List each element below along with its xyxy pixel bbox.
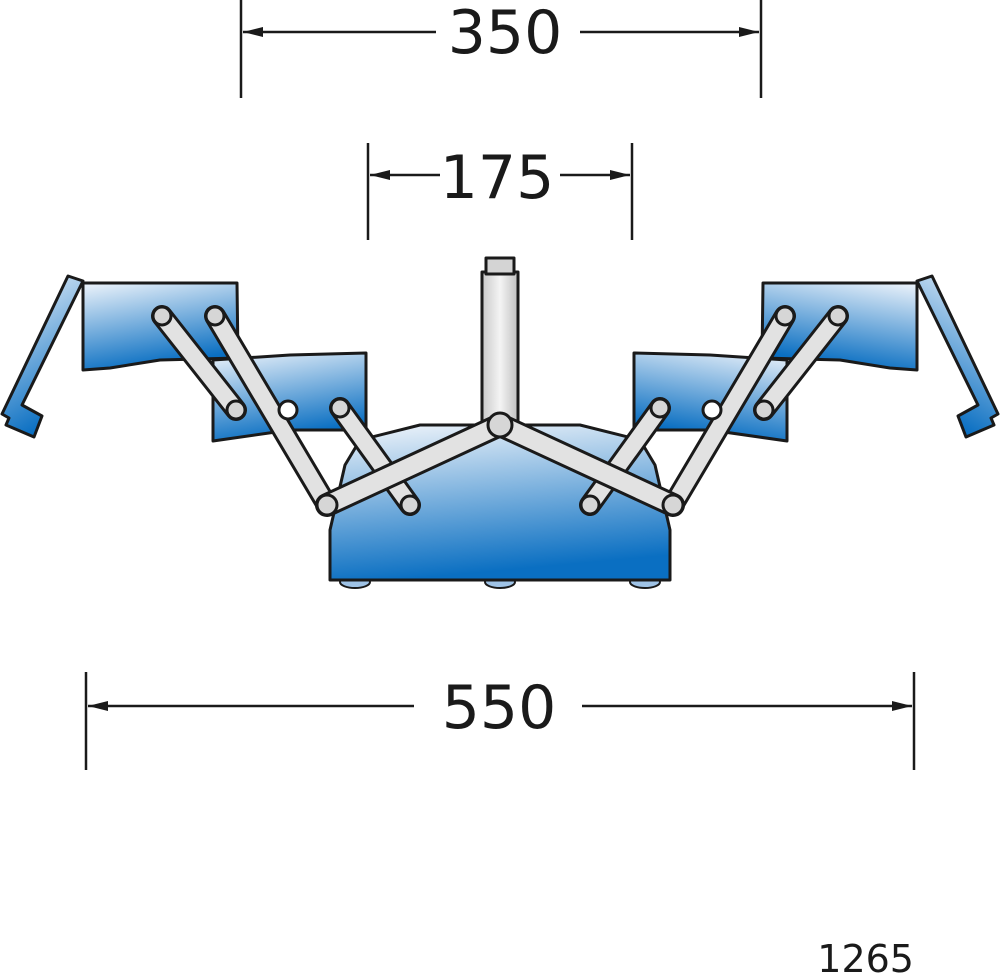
dimension-350 <box>239 0 763 98</box>
dimension-550 <box>84 672 916 770</box>
center-pivot <box>486 411 514 439</box>
dimension-175-label: 175 <box>440 143 555 213</box>
dimension-350-label: 350 <box>448 0 563 68</box>
figure-number: 1265 <box>817 937 914 975</box>
carry-handle <box>480 256 520 424</box>
dimension-550-label: 550 <box>442 673 557 743</box>
dimension-175 <box>366 143 634 240</box>
